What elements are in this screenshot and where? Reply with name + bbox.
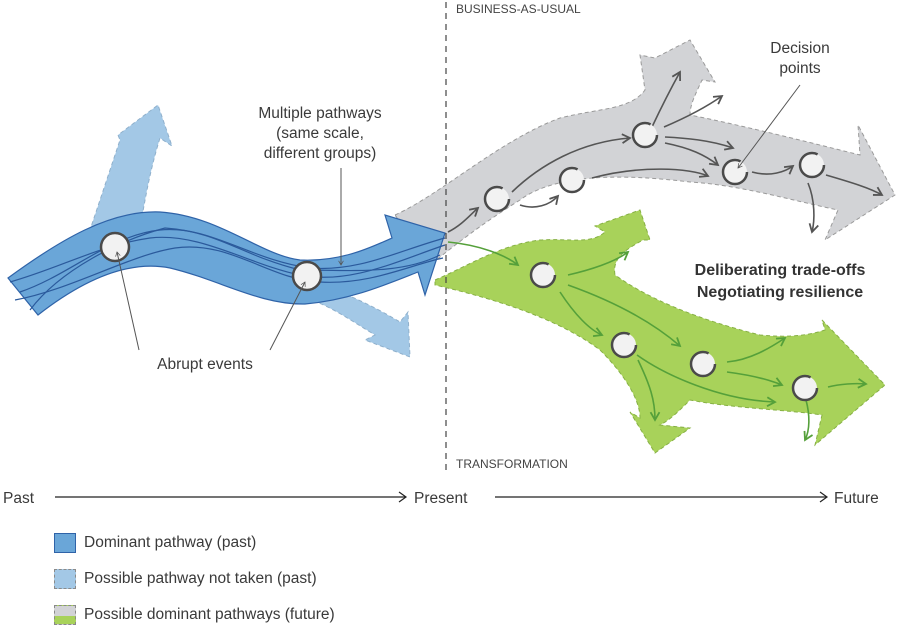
legend-swatch-future: [54, 605, 76, 625]
legend-label: Possible dominant pathways (future): [84, 606, 335, 623]
multiple-pathways-line2: (same scale,: [276, 125, 364, 142]
decision-node: [689, 350, 717, 378]
emphasis-line2: Negotiating resilience: [697, 284, 863, 301]
arrowhead-icon: [819, 491, 829, 503]
decision-node: [529, 261, 557, 289]
legend-label: Possible pathway not taken (past): [84, 570, 317, 587]
business-as-usual-pathway: [394, 39, 896, 266]
timeline-present: Present: [414, 490, 468, 507]
decision-node: [631, 121, 659, 149]
abrupt-event-node: [291, 260, 323, 292]
dominant-past-pathway: [7, 211, 446, 316]
multiple-pathways-line3: different groups): [264, 145, 377, 162]
transformation-pathway: [434, 209, 886, 454]
arrowhead-icon: [398, 491, 408, 503]
legend-item-possible-future: Possible dominant pathways (future): [54, 604, 335, 626]
multiple-pathway-lines: [9, 227, 446, 311]
abrupt-event-node: [99, 231, 131, 263]
not-taken-pathway-down: [299, 291, 411, 358]
emphasis-line1: Deliberating trade-offs: [695, 262, 866, 279]
decision-points-line1: Decision: [770, 40, 829, 57]
legend-item-dominant-past: Dominant pathway (past): [54, 532, 256, 554]
business-as-usual-flow-arrows: [447, 70, 884, 234]
legend-label: Dominant pathway (past): [84, 534, 257, 551]
timeline-past: Past: [3, 490, 35, 507]
abrupt-events-label: Abrupt events: [157, 356, 253, 373]
decision-node: [610, 331, 638, 359]
decision-node: [721, 158, 749, 186]
decision-node: [558, 166, 586, 194]
decision-node: [483, 185, 511, 213]
multiple-pathways-line1: Multiple pathways: [258, 105, 381, 122]
decision-node: [798, 151, 826, 179]
legend-item-not-taken-past: Possible pathway not taken (past): [54, 568, 317, 590]
legend-swatch-dominant: [54, 533, 76, 553]
annotation-leaders: [115, 84, 801, 351]
business-as-usual-label: BUSINESS-AS-USUAL: [456, 2, 581, 16]
decision-points-line2: points: [779, 60, 821, 77]
legend-swatch-not-taken: [54, 569, 76, 589]
transformation-flow-arrows: [447, 241, 868, 442]
transformation-label: TRANSFORMATION: [456, 457, 568, 471]
timeline-future: Future: [834, 490, 879, 507]
not-taken-pathway-up: [84, 104, 173, 246]
decision-node: [791, 374, 819, 402]
